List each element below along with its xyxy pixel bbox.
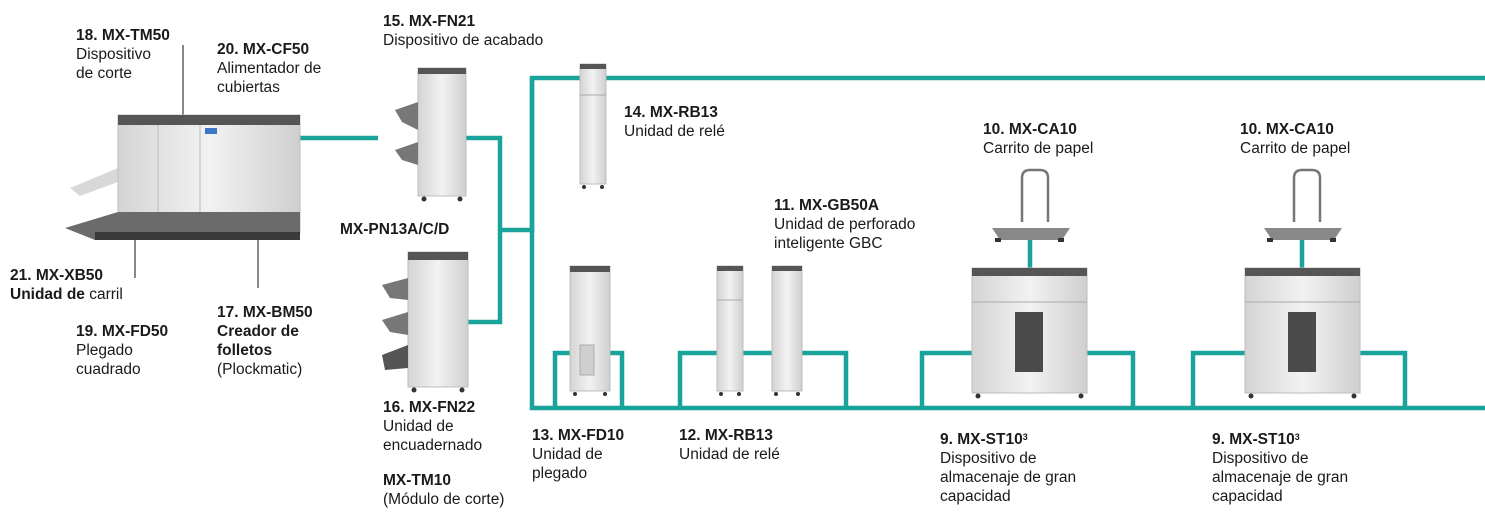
label-mx-fd50: 19. MX-FD50 Plegado cuadrado (76, 322, 168, 379)
label-mx-fd50-desc1: Plegado (76, 342, 133, 359)
label-mx-tm50-desc2: de corte (76, 65, 133, 82)
label-mx-fn21-desc1: Dispositivo de acabado (383, 32, 544, 49)
label-mx-ca10-1-code: 10. MX-CA10 (983, 121, 1077, 138)
label-mx-xb50-code: 21. MX-XB50 (10, 267, 104, 284)
label-mx-ca10-2: 10. MX-CA10 Carrito de papel (1240, 120, 1350, 158)
label-mx-cf50-code: 20. MX-CF50 (217, 41, 310, 58)
label-mx-rb13-top-code: 14. MX-RB13 (624, 104, 718, 121)
label-mx-bm50-desc2: folletos (217, 342, 273, 359)
label-mx-fn21-code: 15. MX-FN21 (383, 13, 476, 30)
finisher-fn21-device (395, 67, 467, 202)
label-mx-rb13-top-desc1: Unidad de relé (624, 123, 725, 140)
label-mx-st10-2-code: 9. MX-ST10 (1212, 431, 1295, 448)
label-mx-pn13-code: MX-PN13A/C/D (340, 221, 450, 238)
label-mx-ca10-1-desc1: Carrito de papel (983, 140, 1094, 157)
label-mx-st10-1-sup: 3 (1022, 432, 1028, 442)
label-mx-cf50: 20. MX-CF50 Alimentador de cubiertas (217, 40, 321, 97)
main-printer-device (65, 114, 301, 240)
label-mx-ca10-2-code: 10. MX-CA10 (1240, 121, 1334, 138)
finisher-fn22-device (382, 251, 469, 393)
stacker-1-device (971, 267, 1088, 399)
label-mx-tm50: 18. MX-TM50 Dispositivo de corte (76, 26, 170, 83)
label-mx-xb50-desc-normal: carril (84, 286, 123, 303)
label-mx-gb50a-code: 11. MX-GB50A (774, 197, 880, 214)
label-mx-ca10-2-desc1: Carrito de papel (1240, 140, 1351, 157)
label-mx-st10-1-desc3: capacidad (940, 488, 1011, 505)
label-mx-fn21: 15. MX-FN21 Dispositivo de acabado (383, 12, 543, 50)
label-mx-fd10-code: 13. MX-FD10 (532, 427, 625, 444)
label-mx-tm10-desc1: (Módulo de corte) (383, 491, 505, 508)
paper-cart-2-device (1264, 168, 1342, 242)
label-mx-bm50: 17. MX-BM50 Creador de folletos (Plockma… (217, 303, 313, 379)
label-mx-xb50: 21. MX-XB50 Unidad de carril (10, 266, 123, 304)
label-mx-rb13-bottom-code: 12. MX-RB13 (679, 427, 773, 444)
label-mx-pn13: MX-PN13A/C/D (340, 220, 449, 239)
label-mx-bm50-desc3: (Plockmatic) (217, 361, 303, 378)
punch-unit-device (771, 265, 803, 396)
label-mx-st10-2-desc3: capacidad (1212, 488, 1283, 505)
label-mx-gb50a-desc1: Unidad de perforado (774, 216, 916, 233)
label-mx-fd10-desc1: Unidad de (532, 446, 603, 463)
relay-unit-top-device (579, 63, 607, 189)
label-mx-gb50a-desc2: inteligente GBC (774, 235, 883, 252)
label-mx-ca10-1: 10. MX-CA10 Carrito de papel (983, 120, 1093, 158)
label-mx-rb13-bottom-desc1: Unidad de relé (679, 446, 780, 463)
label-mx-bm50-desc1: Creador de (217, 323, 299, 340)
paper-cart-1-device (992, 168, 1070, 242)
label-mx-cf50-desc1: Alimentador de (217, 60, 322, 77)
label-mx-fn22: 16. MX-FN22 Unidad de encuadernado (383, 398, 482, 455)
label-mx-rb13-bottom: 12. MX-RB13 Unidad de relé (679, 426, 780, 464)
label-mx-gb50a: 11. MX-GB50A Unidad de perforado intelig… (774, 196, 915, 253)
label-mx-st10-1-code: 9. MX-ST10 (940, 431, 1023, 448)
label-mx-tm50-desc1: Dispositivo (76, 46, 151, 63)
folding-unit-device (569, 265, 611, 396)
label-mx-fd50-desc2: cuadrado (76, 361, 141, 378)
label-mx-fn22-desc2: encuadernado (383, 437, 483, 454)
label-mx-fd10-desc2: plegado (532, 465, 588, 482)
label-mx-st10-2-sup: 3 (1294, 432, 1300, 442)
label-mx-st10-1-desc2: almacenaje de gran (940, 469, 1077, 486)
label-mx-fd10: 13. MX-FD10 Unidad de plegado (532, 426, 624, 483)
label-mx-tm10: MX-TM10 (Módulo de corte) (383, 471, 504, 509)
label-mx-tm10-code: MX-TM10 (383, 472, 452, 489)
label-mx-st10-1: 9. MX-ST103 Dispositivo de almacenaje de… (940, 430, 1076, 506)
label-mx-fn22-code: 16. MX-FN22 (383, 399, 476, 416)
label-mx-tm50-code: 18. MX-TM50 (76, 27, 170, 44)
label-mx-st10-2: 9. MX-ST103 Dispositivo de almacenaje de… (1212, 430, 1348, 506)
label-mx-fd50-code: 19. MX-FD50 (76, 323, 169, 340)
label-mx-st10-2-desc1: Dispositivo de (1212, 450, 1309, 467)
label-mx-bm50-code: 17. MX-BM50 (217, 304, 313, 321)
label-mx-xb50-desc-bold: Unidad de (10, 286, 85, 303)
stacker-2-device (1244, 267, 1361, 399)
label-mx-cf50-desc2: cubiertas (217, 79, 280, 96)
label-mx-st10-2-desc2: almacenaje de gran (1212, 469, 1349, 486)
relay-unit-bottom-device (716, 265, 744, 396)
label-mx-fn22-desc1: Unidad de (383, 418, 454, 435)
label-mx-rb13-top: 14. MX-RB13 Unidad de relé (624, 103, 725, 141)
label-mx-st10-1-desc1: Dispositivo de (940, 450, 1037, 467)
leader-lines (134, 45, 259, 288)
